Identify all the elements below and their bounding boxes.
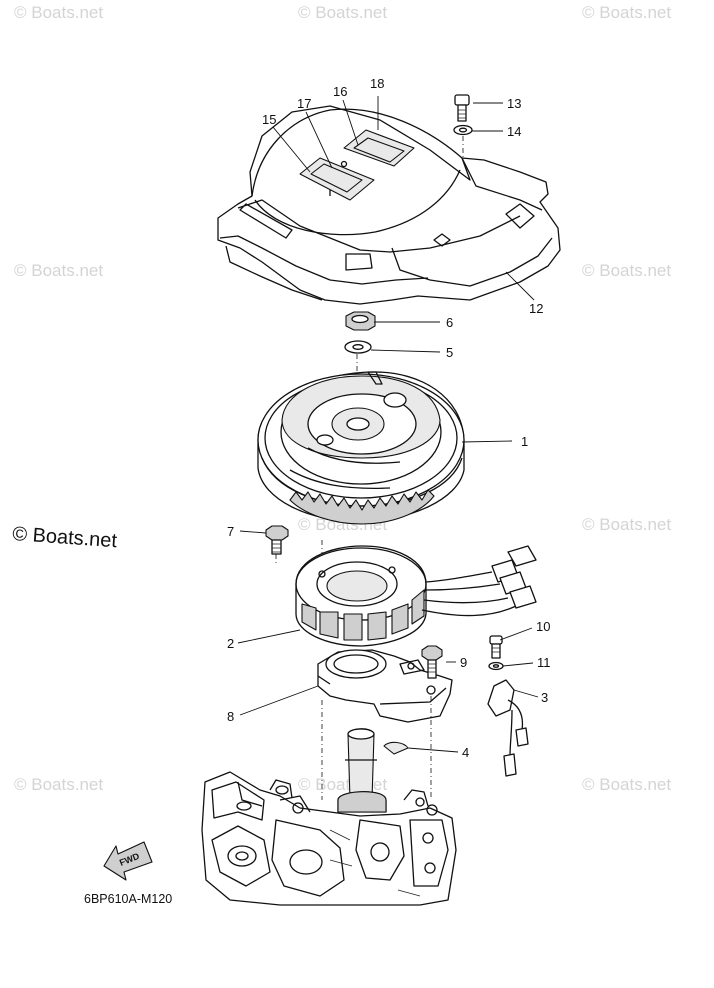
callout-7: 7	[227, 524, 234, 539]
callout-4: 4	[462, 745, 469, 760]
callout-12: 12	[529, 301, 543, 316]
watermark: © Boats.net	[14, 3, 103, 22]
watermark-dark: © Boats.net	[12, 523, 119, 552]
callout-10: 10	[536, 619, 550, 634]
callout-18: 18	[370, 76, 384, 91]
washer-14	[453, 124, 473, 160]
callout-11: 11	[537, 655, 551, 670]
washer-11	[488, 661, 504, 671]
callout-9: 9	[460, 655, 467, 670]
connector	[491, 545, 537, 609]
drawing-code: 6BP610A-M120	[84, 892, 172, 906]
watermark: © Boats.net	[298, 775, 387, 794]
callout-17: 17	[297, 96, 311, 111]
watermark: © Boats.net	[582, 3, 671, 22]
engine-block	[201, 728, 457, 906]
callout-6: 6	[446, 315, 453, 330]
callout-3: 3	[541, 690, 548, 705]
bolt-7	[265, 525, 289, 564]
callouts: 1 2 3 4 5 6 7 8 9 10 11 12 13 14 15 16 1…	[227, 76, 551, 760]
callout-14: 14	[507, 124, 521, 139]
watermark: © Boats.net	[582, 515, 671, 534]
flywheel-cover	[217, 105, 561, 305]
callout-15: 15	[262, 112, 276, 127]
bolt-13	[454, 94, 470, 122]
callout-1: 1	[521, 434, 528, 449]
watermark: © Boats.net	[14, 261, 103, 280]
flywheel	[257, 371, 465, 525]
callout-16: 16	[333, 84, 347, 99]
watermark: © Boats.net	[582, 261, 671, 280]
watermark: © Boats.net	[582, 775, 671, 794]
callout-8: 8	[227, 709, 234, 724]
stator	[295, 545, 537, 647]
callout-2: 2	[227, 636, 234, 651]
stator-coils	[301, 589, 425, 641]
callout-5: 5	[446, 345, 453, 360]
pulser-coil	[487, 679, 529, 777]
nut-6	[345, 311, 376, 331]
watermark: © Boats.net	[298, 3, 387, 22]
watermark: © Boats.net	[14, 775, 103, 794]
bolt-10	[489, 635, 503, 659]
stator-base	[317, 649, 453, 723]
leaders	[237, 96, 539, 753]
bolt-9	[421, 645, 443, 679]
washer-5	[344, 340, 372, 354]
fwd-arrow: FWD	[103, 841, 153, 881]
callout-13: 13	[507, 96, 521, 111]
key-4	[383, 741, 409, 755]
